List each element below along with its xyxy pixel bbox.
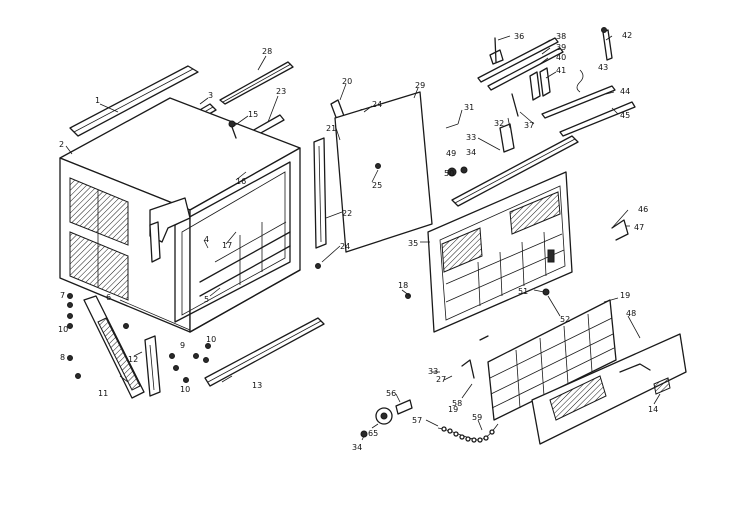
callout-40: 40 xyxy=(556,53,566,62)
callout-15: 15 xyxy=(248,110,258,119)
callout-38: 38 xyxy=(556,32,566,41)
callout-25: 25 xyxy=(372,181,382,190)
callout-7: 7 xyxy=(60,291,65,300)
callout-50: 50 xyxy=(444,169,454,178)
callout-10-bottom: 10 xyxy=(180,385,190,394)
callout-11: 11 xyxy=(98,389,108,398)
callout-58: 58 xyxy=(452,399,462,408)
callout-8: 8 xyxy=(60,353,65,362)
callout-51: 51 xyxy=(518,287,528,296)
callout-65: 65 xyxy=(368,429,378,438)
callout-27: 27 xyxy=(436,375,446,384)
pull-chain xyxy=(441,426,495,443)
callout-12: 12 xyxy=(128,355,138,364)
callout-24-top: 24 xyxy=(372,100,382,109)
callout-18: 18 xyxy=(398,281,408,290)
callout-47: 47 xyxy=(634,223,644,232)
callout-19-bottom: 19 xyxy=(448,405,458,414)
callout-10-right: 10 xyxy=(206,335,216,344)
callout-56: 56 xyxy=(386,389,396,398)
callout-37: 37 xyxy=(524,121,534,130)
center-parts xyxy=(228,91,433,269)
callout-52: 52 xyxy=(560,315,570,324)
callout-17: 17 xyxy=(222,241,232,250)
callout-13: 13 xyxy=(252,381,262,390)
callout-33-top: 33 xyxy=(466,133,476,142)
callout-34-bottom: 34 xyxy=(352,443,362,452)
callout-10-left: 10 xyxy=(58,325,68,334)
callout-42: 42 xyxy=(622,31,632,40)
callout-labels: 1 2 3 4 5 6 7 8 9 10 10 10 11 12 13 14 1… xyxy=(58,31,658,452)
callout-33-bottom: 33 xyxy=(428,367,438,376)
callout-2: 2 xyxy=(59,140,64,149)
callout-43: 43 xyxy=(598,63,608,72)
callout-46: 46 xyxy=(638,205,648,214)
callout-57: 57 xyxy=(412,416,422,425)
callout-45: 45 xyxy=(620,111,630,120)
callout-28: 28 xyxy=(262,47,272,56)
callout-41: 41 xyxy=(556,66,566,75)
callout-1: 1 xyxy=(95,96,100,105)
leader-lines xyxy=(65,35,661,441)
callout-23: 23 xyxy=(276,87,286,96)
callout-24-bottom: 24 xyxy=(340,242,350,251)
callout-59: 59 xyxy=(472,413,482,422)
callout-21: 21 xyxy=(326,124,336,133)
callout-19-top: 19 xyxy=(620,291,630,300)
callout-48: 48 xyxy=(626,309,636,318)
callout-16: 16 xyxy=(236,177,246,186)
cabinet-assembly xyxy=(59,61,325,399)
callout-39: 39 xyxy=(556,43,566,52)
callout-36: 36 xyxy=(514,32,524,41)
callout-44: 44 xyxy=(620,87,630,96)
callout-3: 3 xyxy=(208,91,213,100)
callout-31: 31 xyxy=(464,103,474,112)
callout-34-top: 34 xyxy=(466,148,476,157)
callout-32: 32 xyxy=(494,119,504,128)
callout-6: 6 xyxy=(106,293,111,302)
callout-35: 35 xyxy=(408,239,418,248)
callout-5: 5 xyxy=(204,295,209,304)
callout-20: 20 xyxy=(342,77,352,86)
callout-9: 9 xyxy=(180,341,185,350)
callout-22: 22 xyxy=(342,209,352,218)
callout-14: 14 xyxy=(648,405,658,414)
callout-49: 49 xyxy=(446,149,456,158)
callout-29: 29 xyxy=(415,81,425,90)
callout-4: 4 xyxy=(204,235,209,244)
front-assembly xyxy=(360,27,687,445)
